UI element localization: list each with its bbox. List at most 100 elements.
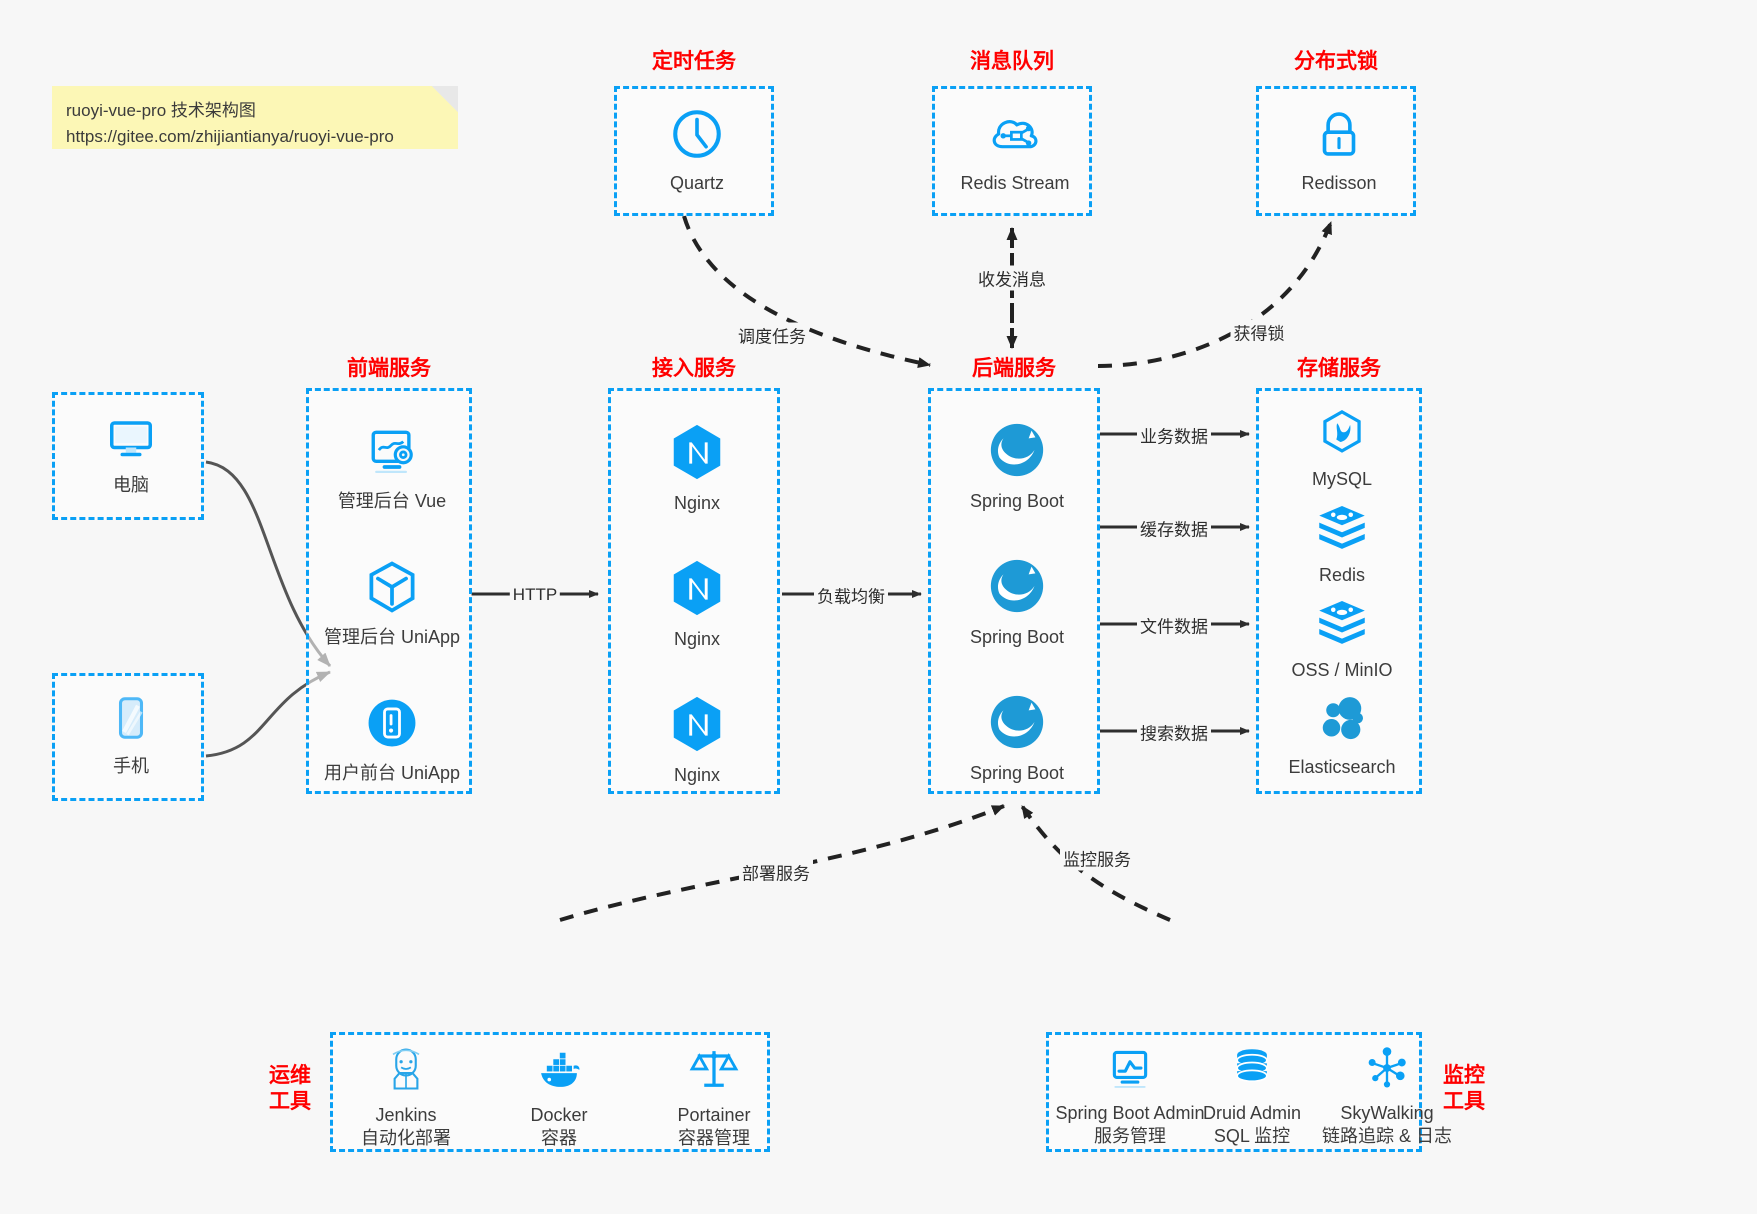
node-docker[interactable]: Docker 容器: [474, 1043, 644, 1151]
note-line-url: https://gitee.com/zhijiantianya/ruoyi-vu…: [66, 127, 394, 147]
node-label: Redis: [1318, 565, 1366, 585]
node-user-uniapp[interactable]: 用户前台 UniApp: [292, 693, 492, 785]
node-label: Nginx: [673, 629, 721, 649]
group-title-frontend: 前端服务: [347, 357, 431, 380]
edge-label-file-data: 文件数据: [1137, 612, 1211, 638]
cube-icon: [362, 557, 422, 622]
node-phone[interactable]: 手机: [55, 690, 207, 778]
edge-label-business-data: 业务数据: [1137, 422, 1211, 448]
node-sublabel: SQL 监控: [1213, 1126, 1291, 1147]
edge-label-monitor-service: 监控服务: [1060, 845, 1134, 871]
node-label: Druid Admin: [1202, 1103, 1302, 1123]
elasticsearch-icon: [1314, 691, 1370, 752]
group-title-lock: 分布式锁: [1294, 50, 1378, 73]
mobile-app-icon: [362, 693, 422, 758]
docker-icon: [533, 1043, 585, 1100]
group-client-computer: 电脑: [52, 392, 204, 520]
node-label: 管理后台 UniApp: [323, 627, 461, 647]
edge-acquire-lock: [1097, 221, 1333, 368]
node-nginx-3[interactable]: Nginx: [611, 693, 783, 787]
node-redisson[interactable]: Redisson: [1259, 105, 1419, 195]
node-label: Spring Boot: [969, 763, 1065, 783]
group-backend: Spring Boot Spring Boot Spring Boot: [928, 388, 1100, 794]
database-icon: [1227, 1043, 1277, 1098]
edge-label-search-data: 搜索数据: [1137, 719, 1211, 745]
oss-minio-icon: [1314, 594, 1370, 655]
scales-icon: [688, 1043, 740, 1100]
group-title-devops-line2: 工具: [269, 1090, 311, 1114]
group-monitor: Spring Boot Admin 服务管理 Druid Admin SQL 监…: [1046, 1032, 1452, 1152]
group-title-gateway: 接入服务: [652, 357, 736, 380]
node-label: Redisson: [1301, 173, 1377, 193]
edge-label-mq: 收发消息: [975, 265, 1049, 291]
group-title-backend: 后端服务: [972, 357, 1056, 380]
group-title-devops: 运维 工具: [258, 1063, 322, 1116]
node-jenkins[interactable]: Jenkins 自动化部署: [321, 1043, 491, 1151]
group-storage: MySQL Redis: [1256, 388, 1422, 794]
group-title-mq: 消息队列: [970, 50, 1054, 73]
node-quartz[interactable]: Quartz: [617, 105, 777, 195]
node-label: Spring Boot Admin: [1055, 1103, 1205, 1123]
group-frontend: 管理后台 Vue 管理后台 UniApp: [306, 388, 472, 794]
edge-label-acquire-lock: 获得锁: [1230, 319, 1288, 345]
group-title-scheduler: 定时任务: [652, 50, 736, 73]
spring-boot-icon: [986, 691, 1048, 758]
group-title-monitor-line2: 工具: [1443, 1090, 1485, 1114]
node-sublabel: 自动化部署: [361, 1128, 451, 1149]
node-admin-vue[interactable]: 管理后台 Vue: [302, 421, 482, 513]
node-label: Jenkins: [375, 1105, 437, 1125]
node-label: 管理后台 Vue: [337, 491, 447, 511]
node-computer[interactable]: 电脑: [55, 409, 207, 497]
redis-icon: [1314, 499, 1370, 560]
node-label: 手机: [113, 756, 149, 776]
node-label: Quartz: [669, 173, 725, 193]
node-oss-minio[interactable]: OSS / MinIO: [1242, 594, 1442, 682]
node-label: MySQL: [1311, 469, 1372, 489]
node-sublabel: 服务管理: [1094, 1126, 1166, 1147]
node-elasticsearch[interactable]: Elasticsearch: [1242, 691, 1442, 779]
nginx-icon: [666, 557, 728, 624]
node-mysql[interactable]: MySQL: [1242, 407, 1442, 491]
node-label: Spring Boot: [969, 491, 1065, 511]
edge-label-deploy-service: 部署服务: [739, 859, 813, 885]
node-label: Elasticsearch: [1288, 757, 1396, 777]
note-fold-corner: [432, 86, 458, 112]
node-label: SkyWalking: [1340, 1103, 1434, 1123]
clock-icon: [668, 105, 726, 168]
node-sublabel: 容器管理: [678, 1128, 750, 1149]
node-skywalking[interactable]: SkyWalking 链路追踪 & 日志: [1292, 1043, 1482, 1149]
node-admin-uniapp[interactable]: 管理后台 UniApp: [292, 557, 492, 649]
node-druid-admin[interactable]: Druid Admin SQL 监控: [1167, 1043, 1337, 1149]
node-spring-boot-2[interactable]: Spring Boot: [917, 555, 1117, 649]
monitor-chart-icon: [1105, 1043, 1155, 1098]
lock-icon: [1310, 105, 1368, 168]
edge-label-cache-data: 缓存数据: [1137, 515, 1211, 541]
group-scheduler: Quartz: [614, 86, 774, 216]
node-redis-stream[interactable]: Redis Stream: [935, 105, 1095, 195]
edge-label-http: HTTP: [509, 585, 561, 605]
node-portainer[interactable]: Portainer 容器管理: [629, 1043, 799, 1151]
cloud-network-icon: [986, 105, 1044, 168]
jenkins-icon: [380, 1043, 432, 1100]
nginx-icon: [666, 693, 728, 760]
edge-label-schedule-task: 调度任务: [735, 322, 809, 348]
node-sublabel: 容器: [541, 1128, 577, 1149]
node-label: 用户前台 UniApp: [323, 763, 461, 783]
edge-label-load-balance: 负载均衡: [814, 582, 888, 608]
node-label: Portainer: [677, 1105, 751, 1125]
group-devops: Jenkins 自动化部署 Docker 容器: [330, 1032, 770, 1152]
node-redis[interactable]: Redis: [1242, 499, 1442, 587]
note-line-title: ruoyi-vue-pro 技术架构图: [66, 101, 256, 120]
group-lock: Redisson: [1256, 86, 1416, 216]
node-spring-boot-admin[interactable]: Spring Boot Admin 服务管理: [1035, 1043, 1225, 1149]
mysql-icon: [1316, 407, 1368, 464]
node-spring-boot-1[interactable]: Spring Boot: [917, 419, 1117, 513]
note-card: ruoyi-vue-pro 技术架构图 https://gitee.com/zh…: [52, 86, 458, 149]
group-gateway: Nginx Nginx Nginx: [608, 388, 780, 794]
node-label: Spring Boot: [969, 627, 1065, 647]
node-spring-boot-3[interactable]: Spring Boot: [917, 691, 1117, 785]
group-client-phone: 手机: [52, 673, 204, 801]
spring-boot-icon: [986, 419, 1048, 486]
node-nginx-2[interactable]: Nginx: [611, 557, 783, 651]
node-nginx-1[interactable]: Nginx: [611, 421, 783, 515]
